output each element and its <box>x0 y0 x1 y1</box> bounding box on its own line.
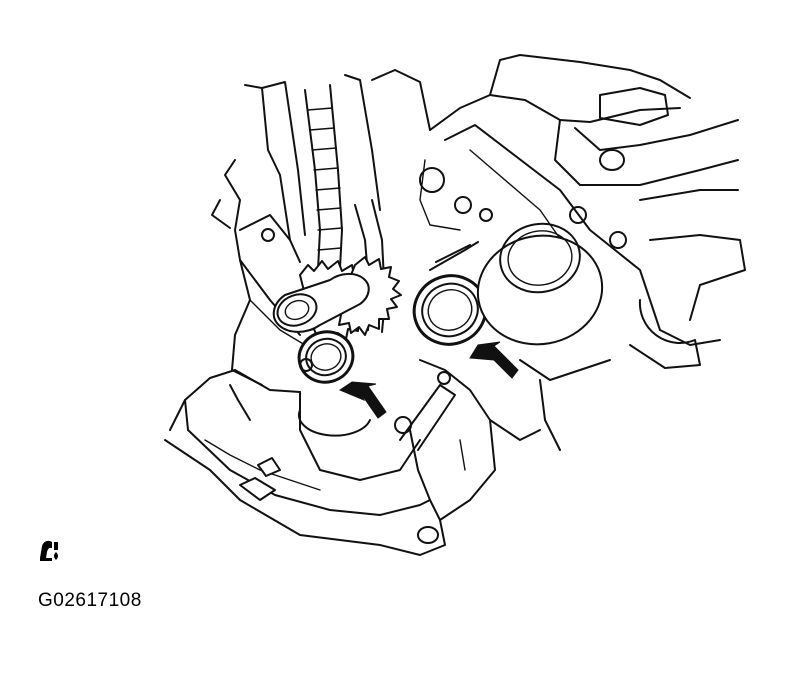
engine-block-upper <box>244 54 746 369</box>
oil-seal-right <box>412 241 488 346</box>
oil-pan <box>164 358 446 556</box>
engine-bore <box>476 222 604 346</box>
crankshaft-boss <box>272 272 370 333</box>
figure-code: G02617108 <box>38 590 142 611</box>
grease-apply-icon <box>40 540 58 561</box>
seal-arrow-right <box>469 341 519 379</box>
seal-arrow-left <box>338 381 387 419</box>
engine-block-lower-right <box>399 359 611 521</box>
oil-seal-left <box>297 330 355 384</box>
timing-cover-left <box>211 159 306 386</box>
